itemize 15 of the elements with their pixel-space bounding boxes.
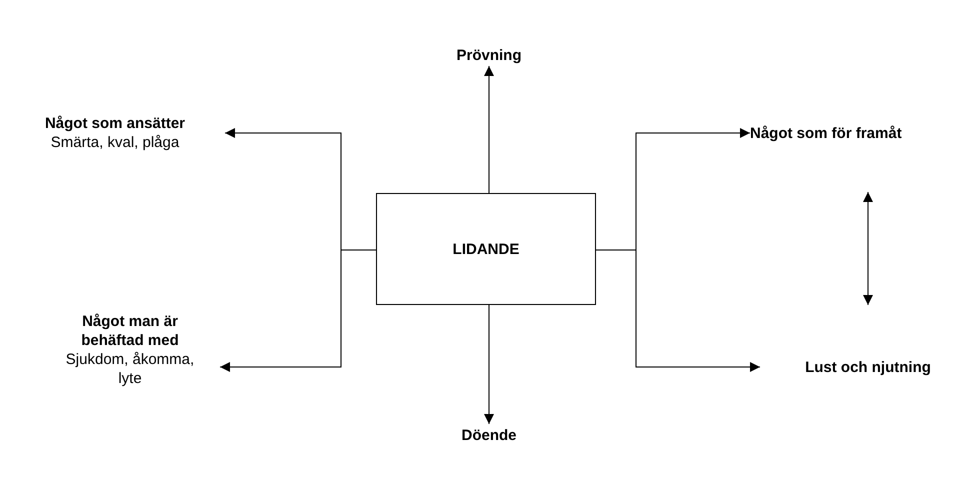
category-heading: Något man är behäftad med bbox=[80, 312, 180, 350]
outcome-label: Lust och njutning bbox=[805, 358, 931, 376]
arrow bbox=[596, 250, 760, 372]
arrow bbox=[484, 66, 494, 194]
arrow bbox=[220, 250, 376, 372]
category-description: Sjukdom, åkomma, lyte bbox=[64, 350, 196, 388]
category-description: Smärta, kval, plåga bbox=[50, 133, 180, 152]
process-box bbox=[376, 193, 596, 305]
outcome-label: Döende bbox=[461, 426, 516, 444]
outcome-label: Prövning bbox=[456, 46, 522, 64]
arrow bbox=[863, 192, 873, 306]
process-label: LIDANDE bbox=[452, 240, 520, 258]
arrow bbox=[484, 304, 494, 424]
outcome-label: Något som för framåt bbox=[750, 124, 902, 142]
category-heading: Något som ansätter bbox=[44, 114, 186, 133]
